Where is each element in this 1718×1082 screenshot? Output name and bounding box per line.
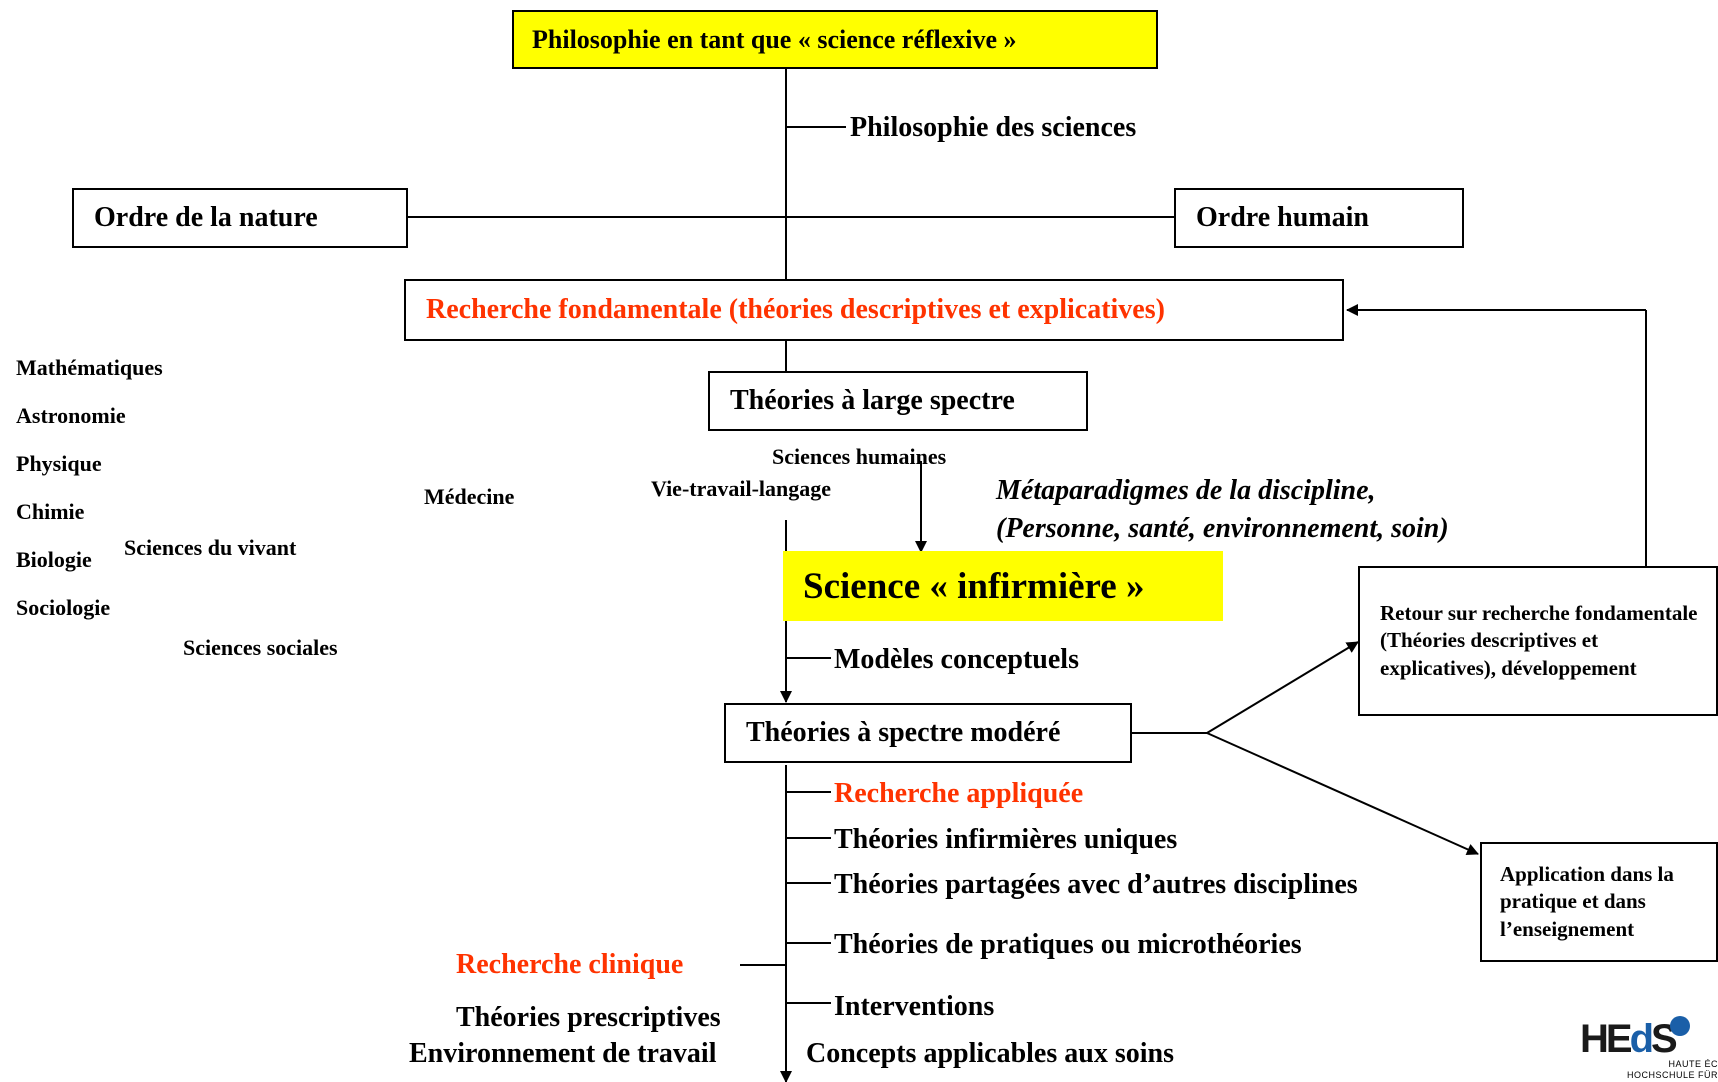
- theories-modere-box: Théories à spectre modéré: [724, 703, 1132, 763]
- heds-logo: HEdS HAUTE ÉC HOCHSCHULE FÜR: [1578, 1015, 1718, 1082]
- application-box: Application dans la pratique et dans l’e…: [1480, 842, 1718, 962]
- vie-travail-label: Vie-travail-langage: [651, 476, 832, 501]
- heds-logo-line-1: HAUTE ÉC: [1668, 1059, 1718, 1069]
- application-label: Application dans la pratique et dans l’e…: [1500, 862, 1674, 941]
- science-item: Sociologie: [16, 595, 111, 620]
- fork-up-arrow: [1206, 641, 1359, 734]
- theories-large-label: Théories à large spectre: [730, 385, 1015, 416]
- concepts-label: Concepts applicables aux soins: [806, 1038, 1174, 1069]
- branch-label: Théories de pratiques ou microthéories: [834, 929, 1302, 960]
- science-item: Biologie: [16, 547, 92, 572]
- sciences-vivant-label: Sciences du vivant: [124, 535, 297, 560]
- ordre-humain-label: Ordre humain: [1196, 202, 1369, 233]
- science-infirmiere-box: Science « infirmière »: [783, 551, 1223, 621]
- sciences-sociales-label: Sciences sociales: [183, 635, 338, 660]
- philosophie-title-box: Philosophie en tant que « science réflex…: [512, 10, 1158, 69]
- fork-down-arrow: [1206, 732, 1479, 855]
- science-item: Mathématiques: [16, 355, 163, 380]
- recherche-clinique-label: Recherche clinique: [456, 949, 684, 980]
- theories-large-box: Théories à large spectre: [708, 371, 1088, 431]
- science-infirmiere-label: Science « infirmière »: [803, 565, 1145, 607]
- modeles-label: Modèles conceptuels: [834, 644, 1079, 675]
- ordre-humain-box: Ordre humain: [1174, 188, 1464, 248]
- heds-logo-wordmark: HEdS: [1580, 1017, 1678, 1061]
- environnement-label: Environnement de travail: [409, 1038, 717, 1069]
- branch-label: Interventions: [834, 991, 995, 1022]
- ordre-nature-box: Ordre de la nature: [72, 188, 408, 248]
- branch-label: Théories infirmières uniques: [834, 824, 1178, 855]
- recherche-appliquee-label: Recherche appliquée: [834, 778, 1084, 809]
- recherche-fondamentale-box: Recherche fondamentale (théories descrip…: [404, 279, 1344, 341]
- science-item: Chimie: [16, 499, 85, 524]
- theories-prescriptives-label: Théories prescriptives: [456, 1002, 721, 1033]
- science-item: Physique: [16, 451, 102, 476]
- retour-label: Retour sur recherche fondamentale (Théor…: [1380, 601, 1698, 680]
- ordre-nature-label: Ordre de la nature: [94, 202, 318, 233]
- metaparadigmes-line-2: (Personne, santé, environnement, soin): [996, 513, 1449, 544]
- sciences-humaines-label: Sciences humaines: [772, 444, 947, 469]
- heds-logo-dot: [1670, 1016, 1690, 1036]
- heds-logo-line-2: HOCHSCHULE FÜR: [1626, 1070, 1718, 1080]
- theories-modere-label: Théories à spectre modéré: [746, 717, 1061, 748]
- recherche-fondamentale-label: Recherche fondamentale (théories descrip…: [426, 294, 1165, 325]
- medecine-label: Médecine: [424, 484, 515, 509]
- retour-box: Retour sur recherche fondamentale (Théor…: [1358, 566, 1718, 716]
- philosophie-title: Philosophie en tant que « science réflex…: [532, 24, 1017, 54]
- metaparadigmes-line-1: Métaparadigmes de la discipline,: [996, 475, 1376, 506]
- science-item: Astronomie: [16, 403, 126, 428]
- philo-sciences-label: Philosophie des sciences: [850, 112, 1137, 143]
- branch-label: Théories partagées avec d’autres discipl…: [834, 869, 1358, 900]
